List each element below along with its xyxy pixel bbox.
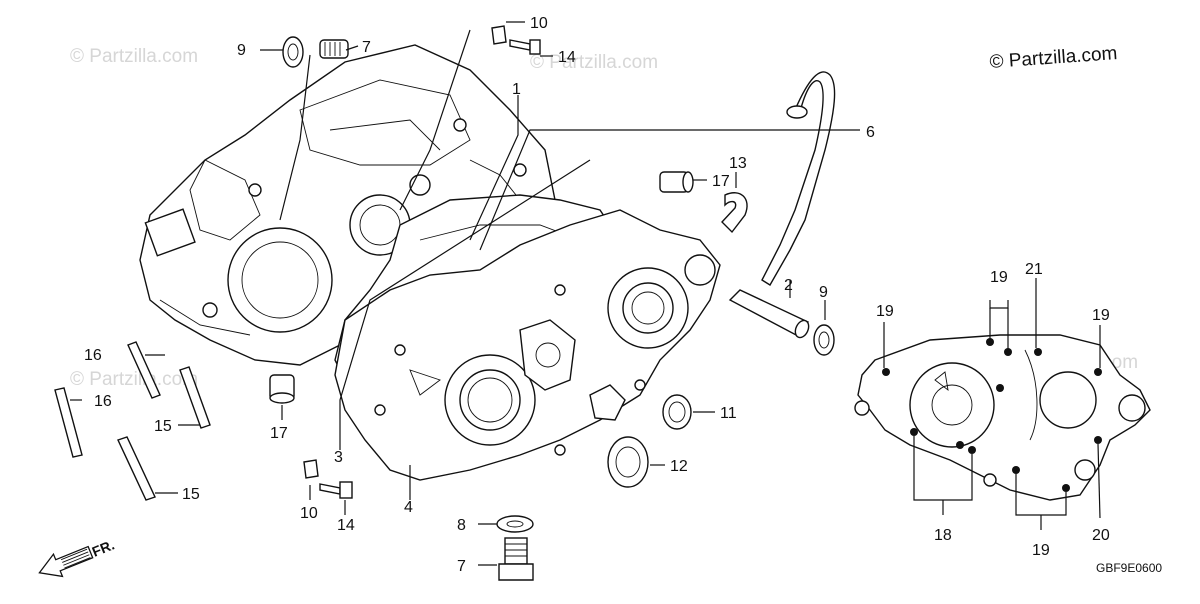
callout-9: 9 bbox=[237, 42, 246, 59]
front-arrow-icon bbox=[38, 545, 94, 578]
front-direction-indicator: FR. bbox=[38, 536, 117, 578]
callout-18: 18 bbox=[934, 527, 952, 544]
stud-15-upper bbox=[179, 366, 211, 429]
callout-5: 7 bbox=[362, 39, 371, 56]
callout-21: 21 bbox=[1025, 261, 1043, 278]
drain-bolt-7 bbox=[498, 537, 534, 581]
callout-2: 2 bbox=[784, 277, 793, 294]
stud-16-upper bbox=[127, 341, 161, 399]
oil-seal-12 bbox=[607, 436, 649, 488]
breather-tube-6 bbox=[761, 71, 836, 286]
washer-9-top bbox=[282, 36, 304, 68]
dowel-17-lower bbox=[269, 374, 295, 404]
needle-bearing-5 bbox=[319, 39, 349, 59]
callout-6: 6 bbox=[866, 124, 875, 141]
callout-12: 12 bbox=[670, 458, 688, 475]
callout-10: 10 bbox=[530, 15, 548, 32]
callout-16: 16 bbox=[94, 393, 112, 410]
crankcase-bolt-layout bbox=[854, 334, 1151, 501]
diagram-code: GBF9E0600 bbox=[1096, 561, 1162, 575]
callout-11: 11 bbox=[720, 405, 737, 422]
copyright-text: © Partzilla.com bbox=[989, 43, 1118, 73]
callout-13: 13 bbox=[729, 155, 747, 172]
callout-19: 19 bbox=[990, 269, 1008, 286]
callout-17: 17 bbox=[270, 425, 288, 442]
callout-15: 15 bbox=[182, 486, 200, 503]
callout-14: 14 bbox=[558, 49, 576, 66]
callout-4: 4 bbox=[404, 499, 413, 516]
callout-labels: 9 7 10 14 1 6 17 13 2 9 11 12 16 16 15 1… bbox=[84, 15, 1110, 575]
callout-19: 19 bbox=[1032, 542, 1050, 559]
callout-19: 19 bbox=[876, 303, 894, 320]
callout-1: 1 bbox=[512, 81, 521, 98]
clip-10-lower bbox=[303, 459, 319, 479]
hose-clamp-13 bbox=[721, 192, 748, 234]
watermark: © Partzilla.com bbox=[70, 369, 198, 390]
callout-19: 19 bbox=[1092, 307, 1110, 324]
bolt-14-top bbox=[509, 39, 541, 55]
stud-15-lower bbox=[117, 436, 156, 501]
callout-10: 10 bbox=[300, 505, 318, 522]
watermark: © Partzilla.com bbox=[70, 46, 198, 67]
leader-lines bbox=[70, 21, 1101, 566]
pipe-2 bbox=[728, 289, 810, 339]
callout-15: 15 bbox=[154, 418, 172, 435]
watermark: © Partzilla.com bbox=[530, 52, 658, 73]
crankcase-left-half bbox=[139, 44, 556, 366]
callout-7: 7 bbox=[457, 558, 466, 575]
clip-10-top bbox=[491, 25, 507, 45]
callout-9: 9 bbox=[819, 284, 828, 301]
callout-20: 20 bbox=[1092, 527, 1110, 544]
callout-8: 8 bbox=[457, 517, 466, 534]
front-label: FR. bbox=[90, 536, 117, 559]
bolt-14-lower bbox=[319, 481, 353, 499]
callout-14: 14 bbox=[337, 517, 355, 534]
washer-9-right bbox=[813, 324, 835, 356]
oil-seal-11 bbox=[662, 394, 692, 430]
stud-16-lower bbox=[54, 387, 83, 458]
washer-8 bbox=[496, 515, 534, 533]
crankcase-right-half bbox=[334, 209, 721, 481]
callout-17: 17 bbox=[712, 173, 730, 190]
callout-3: 3 bbox=[334, 449, 343, 466]
callout-16: 16 bbox=[84, 347, 102, 364]
dowel-17-top bbox=[659, 171, 694, 193]
